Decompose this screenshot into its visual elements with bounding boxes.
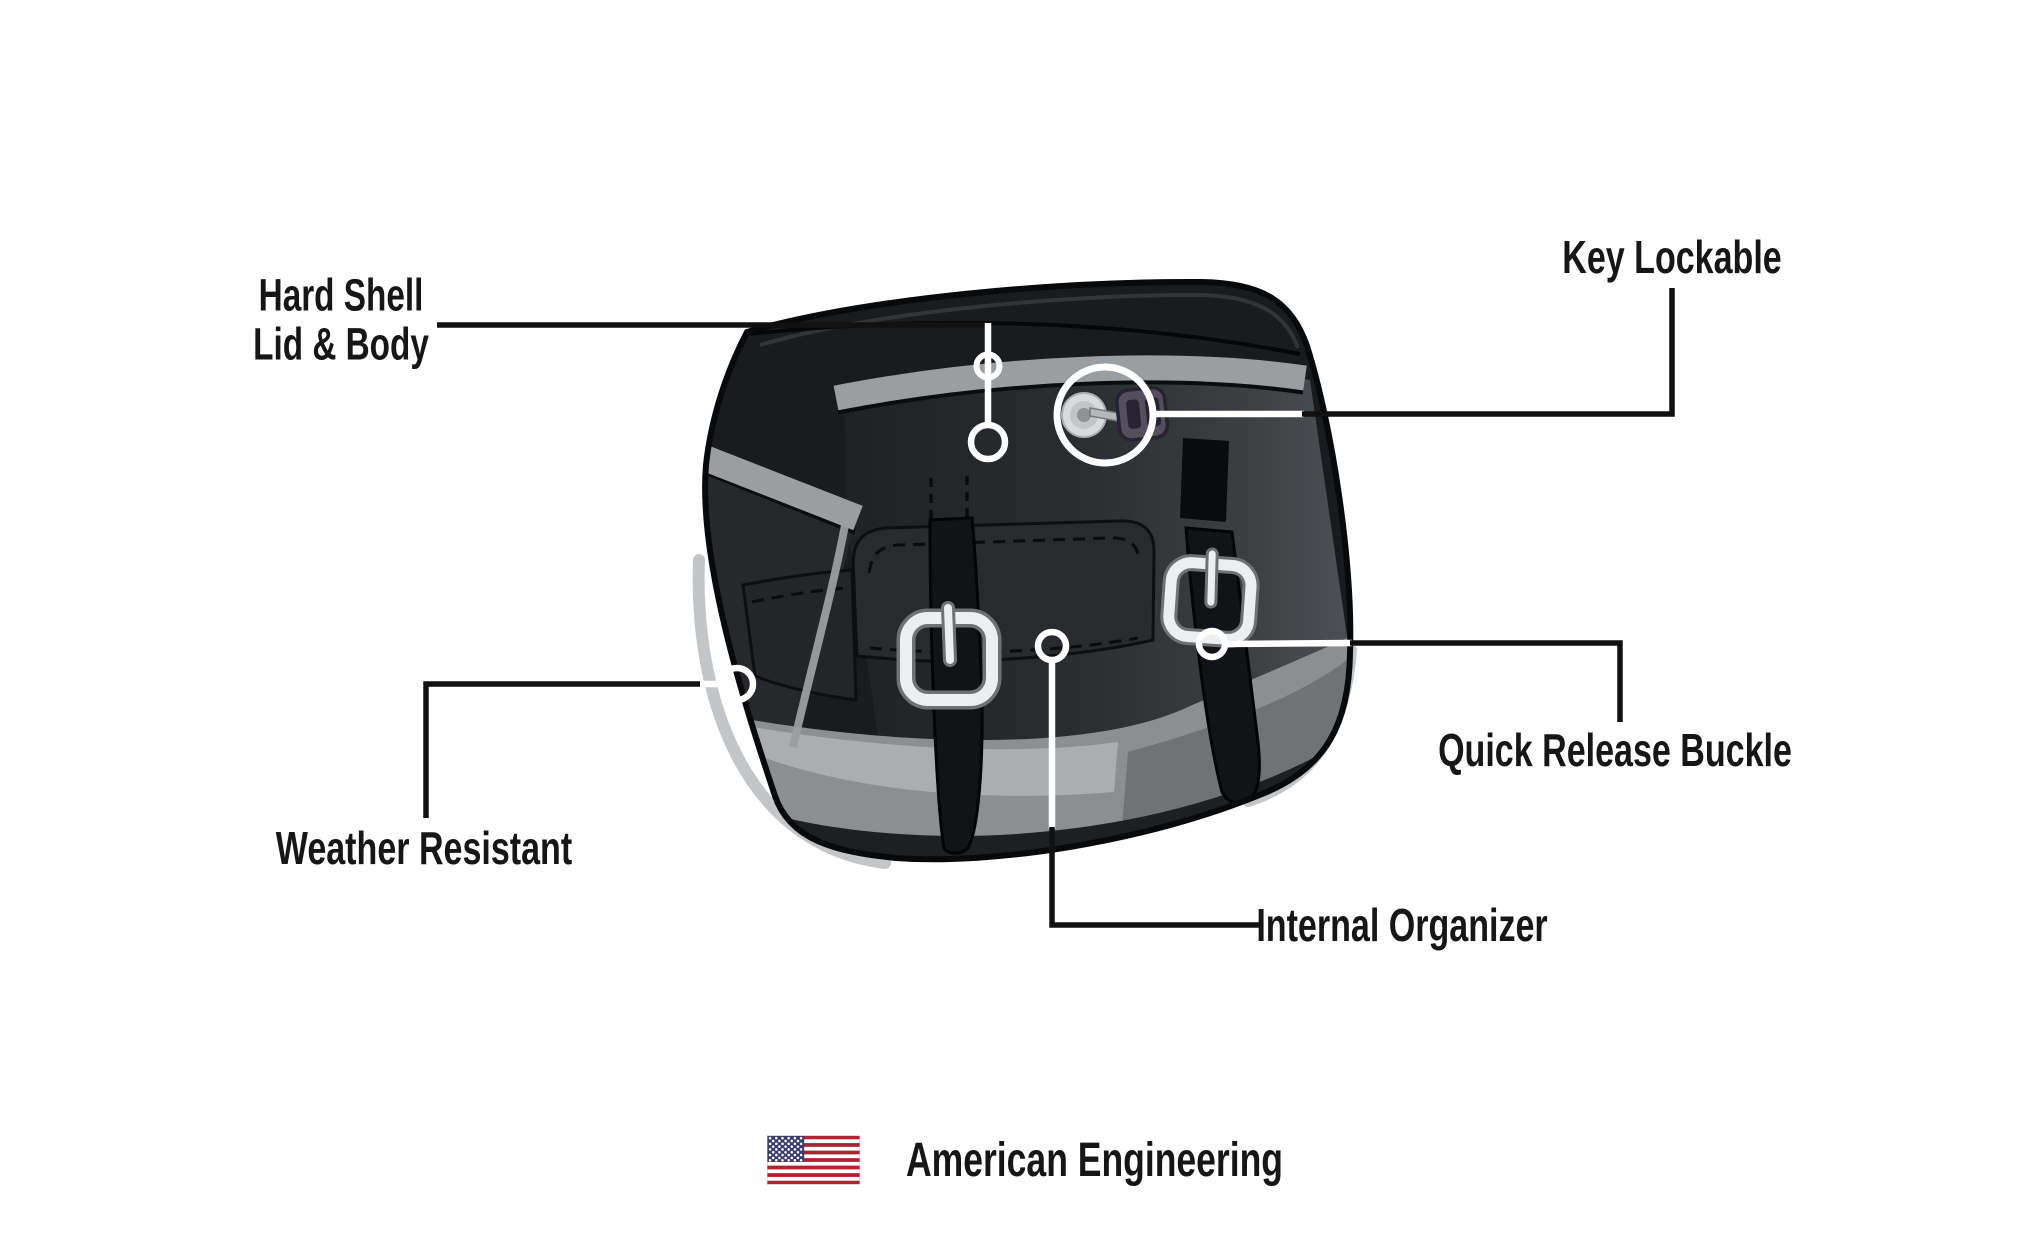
lid-front-crease [747,320,1301,356]
lock-and-key [1061,385,1170,442]
left-buckle [896,601,1002,710]
callout-internal-organizer-line [1034,628,1262,928]
bag-outline [702,278,1354,863]
american-engineering-label: American Engineering [906,1133,1284,1187]
quick-release-buckle-label: Quick Release Buckle [1438,724,1792,777]
mounting-slot [1180,438,1229,522]
usa-flag-icon [767,1135,860,1185]
right-buckle [1160,547,1260,648]
hard-shell-label-line1: Hard Shell [258,269,424,321]
hard-shell-label-line2: Lid & Body [253,318,429,369]
hard-shell-label: Hard Shell Lid & Body [222,271,459,368]
internal-organizer-label: Internal Organizer [1256,899,1548,952]
callout-quick-release-line [1195,627,1623,722]
callout-weather-resistant-line [423,664,757,818]
footer-american-engineering: American Engineering [767,1129,1415,1191]
flap-top-stitching [867,536,1140,574]
callout-key-lockable-line [1153,288,1675,418]
left-strap [928,516,984,855]
left-pocket-stitching [751,586,849,604]
callout-hard-shell-line [437,322,1009,463]
weather-resistant-label: Weather Resistant [275,822,573,875]
key-lockable-label: Key Lockable [1562,231,1782,284]
saddlebag-illustration [692,278,1357,869]
bottom-band-light [724,722,1118,796]
